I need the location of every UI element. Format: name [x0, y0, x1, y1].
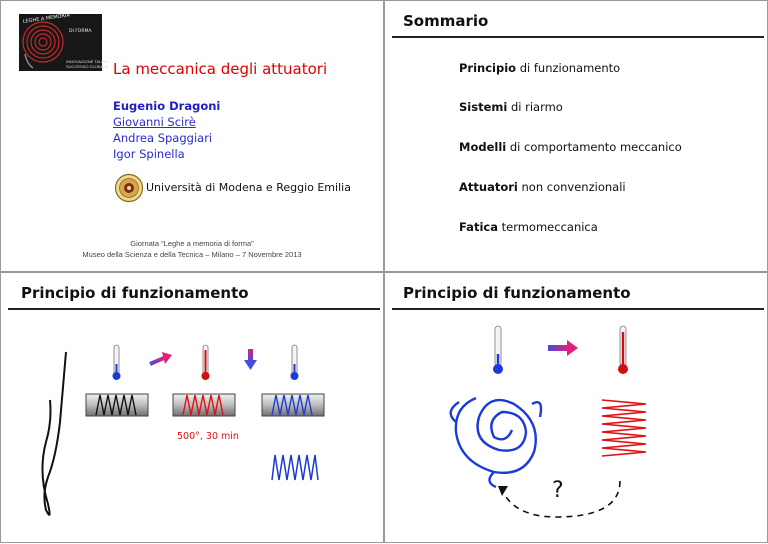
return-dashed-arrow	[503, 480, 621, 518]
summary-item: Modelli di comportamento meccanico	[459, 140, 682, 154]
tangled-wire	[449, 396, 543, 489]
mandrel-blue-wire	[261, 393, 325, 417]
svg-text:LEGHE A MEMORIA: LEGHE A MEMORIA	[22, 14, 70, 25]
thermometer-cold-icon	[493, 325, 503, 374]
presentation-title: La meccanica degli attuatori	[113, 60, 328, 78]
footer-event: Giornata “Leghe a memoria di forma”	[130, 239, 254, 248]
author-link[interactable]: Giovanni Scirè	[113, 115, 196, 129]
svg-text:DI FORMA: DI FORMA	[69, 28, 92, 34]
author: Andrea Spaggiari	[113, 131, 213, 145]
cooling-arrow-icon	[244, 349, 257, 370]
thermometer-hot-icon	[201, 344, 210, 380]
spiral-logo-icon: LEGHE A MEMORIA DI FORMA	[22, 14, 92, 69]
thermometer-hot-icon	[618, 325, 628, 374]
question-mark: ?	[552, 478, 564, 503]
author-list: Eugenio Dragoni Giovanni Scirè Andrea Sp…	[113, 98, 220, 162]
author: Igor Spinella	[113, 147, 185, 161]
university-name: Università di Modena e Reggio Emilia	[146, 181, 351, 194]
slide-3-title: Principio di funzionamento	[21, 284, 249, 302]
heating-arrow-icon	[149, 352, 172, 366]
footer-venue: Museo della Scienza e della Tecnica – Mi…	[82, 250, 302, 259]
blue-spring	[271, 454, 319, 481]
heat-treatment-label: 500°, 30 min	[177, 431, 239, 442]
title-rule	[392, 308, 764, 310]
thermometer-cold-icon	[290, 344, 299, 380]
footer: Giornata “Leghe a memoria di forma” Muse…	[14, 238, 370, 260]
summary-item: Attuatori non convenzionali	[459, 180, 626, 194]
slide-1: LEGHE A MEMORIA DI FORMA INNOVAZIONE TAL…	[0, 0, 384, 272]
red-spring	[601, 399, 647, 457]
title-rule	[392, 36, 764, 38]
slide-2-title: Sommario	[403, 12, 489, 30]
logo-subtext: INNOVAZIONE TALMIA SUCCESSO GLOBALE	[66, 59, 109, 69]
return-arrowhead-icon	[498, 486, 508, 496]
summary-item: Fatica termomeccanica	[459, 220, 598, 234]
mandrel-red-wire	[172, 393, 236, 417]
shape-memory-process-diagram	[41, 344, 325, 516]
slide-1-frame	[0, 0, 384, 272]
title-rule	[8, 308, 380, 310]
author-main: Eugenio Dragoni	[113, 99, 221, 113]
deformed-wire	[41, 351, 67, 516]
thermometer-cold-icon	[112, 344, 121, 380]
conference-logo: LEGHE A MEMORIA DI FORMA INNOVAZIONE TAL…	[19, 14, 108, 71]
summary-item: Principio di funzionamento	[459, 61, 621, 75]
summary-item: Sistemi di riarmo	[459, 100, 563, 114]
heating-arrow-icon	[548, 340, 578, 356]
shape-recovery-diagram	[449, 325, 647, 518]
university-seal-icon	[114, 173, 144, 203]
mandrel-black-wire	[85, 393, 149, 417]
slide-4-title: Principio di funzionamento	[403, 284, 631, 302]
